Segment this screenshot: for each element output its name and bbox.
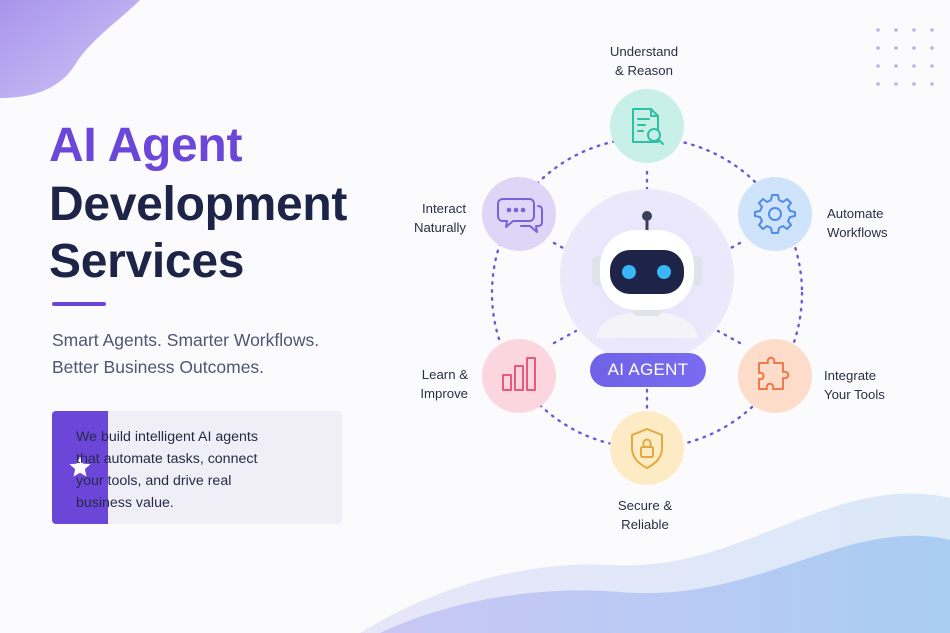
card-accent-bar xyxy=(52,411,108,524)
card-text-line-4: business value. xyxy=(76,495,174,511)
label-automate: Automate Workflows xyxy=(827,204,888,242)
label-interact-line-2: Naturally xyxy=(413,220,466,235)
hero-title-line-2: Development xyxy=(49,178,348,231)
spokes xyxy=(552,170,742,410)
shield-lock-icon xyxy=(631,428,663,469)
label-understand-line-1: Understand xyxy=(609,44,679,59)
label-secure-line-2: Reliable xyxy=(621,517,669,532)
label-learn: Learn & Improve xyxy=(408,365,468,403)
card-text-line-1: We build intelligent AI agents xyxy=(76,429,258,445)
label-secure: Secure & Reliable xyxy=(618,496,672,534)
star-icon xyxy=(69,456,91,477)
label-integrate-line-2: Your Tools xyxy=(824,387,885,402)
label-understand: Understand & Reason xyxy=(610,42,678,80)
robot-icon xyxy=(592,211,702,338)
bottom-wave xyxy=(380,535,950,633)
card-text-line-3: your tools, and drive real xyxy=(76,473,232,489)
card-text-line-2: that automate tasks, connect xyxy=(76,451,258,467)
info-card xyxy=(52,411,342,524)
label-interact-line-1: Interact xyxy=(422,201,466,216)
label-integrate: Integrate Your Tools xyxy=(824,366,885,404)
automate-node xyxy=(738,177,812,251)
dot-grid xyxy=(876,28,934,86)
label-learn-line-1: Learn & xyxy=(421,367,468,382)
label-automate-line-1: Automate xyxy=(827,206,884,221)
interact-node xyxy=(482,177,556,251)
tagline-line-1: Smart Agents. Smarter Workflows. xyxy=(52,330,320,350)
bar-chart-icon xyxy=(502,357,536,391)
puzzle-icon xyxy=(758,356,790,390)
integrate-node xyxy=(738,339,812,413)
chat-bubbles-icon xyxy=(497,198,543,233)
document-search-icon xyxy=(632,108,664,145)
ai-agent-badge: AI AGENT xyxy=(590,353,706,387)
label-automate-line-2: Workflows xyxy=(827,225,888,240)
understand-node xyxy=(610,89,684,163)
tagline-line-2: Better Business Outcomes. xyxy=(52,357,265,377)
gear-icon xyxy=(754,194,796,234)
label-secure-line-1: Secure & xyxy=(617,498,673,513)
hero-title-line-1: AI Agent xyxy=(49,119,243,172)
learn-node xyxy=(482,339,556,413)
hero-title-line-3: Services xyxy=(49,235,245,288)
label-learn-line-2: Improve xyxy=(420,386,468,401)
top-left-blob xyxy=(0,0,140,98)
title-underline xyxy=(52,302,106,306)
label-understand-line-2: & Reason xyxy=(615,63,673,78)
secure-node xyxy=(610,411,684,485)
label-integrate-line-1: Integrate xyxy=(824,368,877,383)
label-interact: Interact Naturally xyxy=(400,199,466,237)
